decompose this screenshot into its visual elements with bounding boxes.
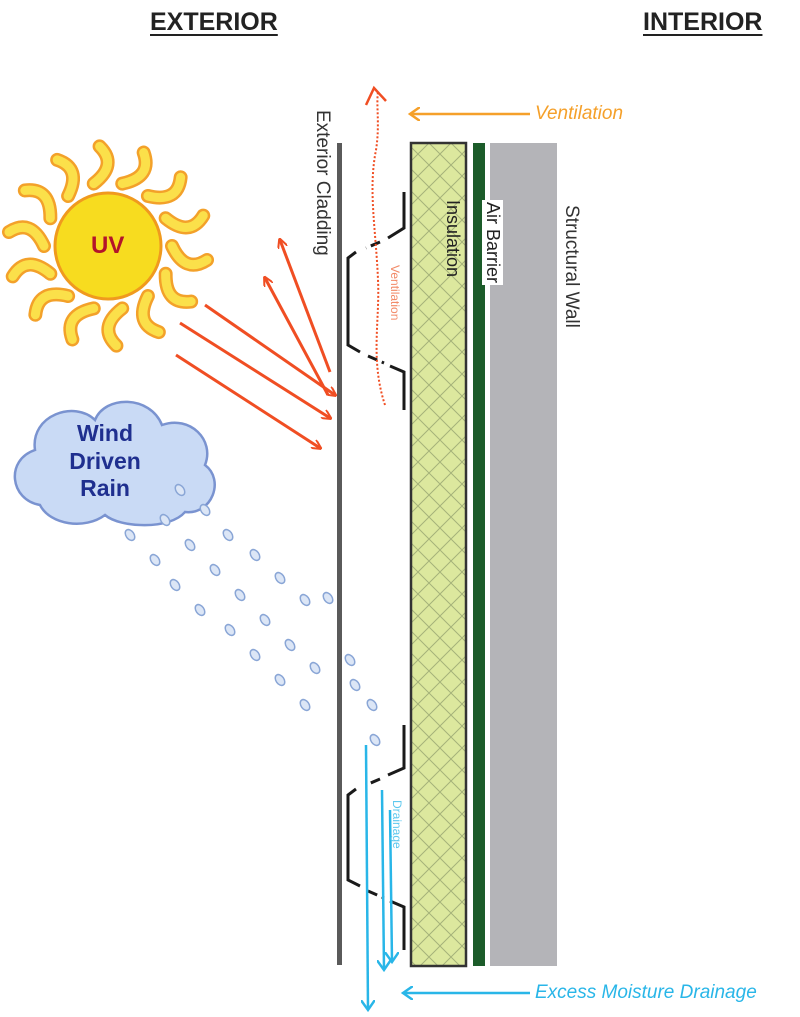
structural-wall-label: Structural Wall: [561, 205, 582, 328]
cavity-ventilation-label: Ventilation: [388, 265, 402, 321]
raindrop: [369, 733, 381, 747]
raindrop: [349, 678, 361, 692]
ventilation-arrow-head: [364, 85, 387, 106]
sun-rays: [1, 139, 215, 353]
raindrop: [274, 673, 286, 687]
air-barrier-label: Air Barrier: [482, 200, 503, 286]
raindrop: [309, 661, 321, 675]
cloud-icon: [13, 400, 216, 527]
raindrop: [209, 563, 221, 577]
raindrop: [322, 591, 334, 605]
uv-incoming-arrow-2: [175, 353, 320, 448]
sun-ray: [4, 222, 49, 251]
raindrop: [124, 528, 136, 542]
raindrop: [174, 483, 186, 497]
uv-arrows: [175, 240, 335, 448]
sun-ray: [143, 172, 186, 203]
raindrop: [222, 528, 234, 542]
raindrop: [159, 513, 171, 527]
uv-reflected-arrow-1: [280, 240, 332, 373]
raindrop: [199, 503, 211, 517]
cladding-label: Exterior Cladding: [312, 110, 333, 256]
upper-vent-bracket: [346, 192, 406, 410]
raindrop: [249, 648, 261, 662]
sun-label: UV: [91, 232, 125, 259]
raindrop: [149, 553, 161, 567]
ventilation-flow: [371, 91, 386, 406]
uv-reflected-arrow-2: [265, 278, 330, 396]
cloud-label-line-1: Wind: [77, 420, 133, 446]
drainage-callout: Excess Moisture Drainage: [535, 982, 757, 1003]
raindrop: [184, 538, 196, 552]
sun-icon: [1, 139, 215, 353]
sun-ray: [30, 289, 73, 320]
sun-disc: [53, 191, 163, 301]
sun-ray: [117, 148, 151, 189]
raindrops: [124, 483, 381, 747]
insulation-label: Insulation: [443, 200, 463, 278]
air-barrier-layer: [473, 143, 485, 966]
sun-ray: [65, 303, 99, 344]
sun-ray: [161, 211, 208, 232]
raindrop: [234, 588, 246, 602]
uv-incoming-arrow-3: [204, 303, 335, 395]
drainage-flow-1: [366, 744, 368, 1010]
cloud-label-line-2: Driven: [69, 447, 141, 474]
sun-ray: [103, 303, 127, 351]
cloud-label: Wind Driven Rain: [40, 420, 170, 503]
cloud-label-line-3: Rain: [80, 475, 130, 502]
raindrop: [194, 603, 206, 617]
uv-incoming-arrow-1: [179, 321, 330, 418]
raindrop: [224, 623, 236, 637]
interior-heading: INTERIOR: [643, 8, 763, 36]
ventilation-callout: Ventilation: [535, 103, 624, 124]
sun-ray: [138, 291, 164, 337]
drainage-flow-2: [382, 789, 384, 970]
sun-ray: [167, 241, 212, 270]
raindrop: [299, 698, 311, 712]
sun-ray: [89, 141, 113, 189]
raindrop: [366, 698, 378, 712]
raindrop: [169, 578, 181, 592]
raindrop: [284, 638, 296, 652]
raindrop: [299, 593, 311, 607]
insulation-layer: [409, 141, 468, 968]
raindrop: [249, 548, 261, 562]
drainage-flow-3: [390, 809, 392, 962]
cavity-drainage-label: Drainage: [390, 800, 404, 849]
raindrop: [344, 653, 356, 667]
exterior-cladding: [337, 143, 342, 965]
lower-drainage-bracket: [346, 725, 406, 950]
sun-ray: [52, 155, 78, 201]
raindrop: [274, 571, 286, 585]
sun-ray: [8, 260, 55, 281]
sun-ray: [20, 185, 55, 223]
exterior-heading: EXTERIOR: [150, 8, 278, 36]
sun-ray: [161, 269, 196, 307]
raindrop: [259, 613, 271, 627]
